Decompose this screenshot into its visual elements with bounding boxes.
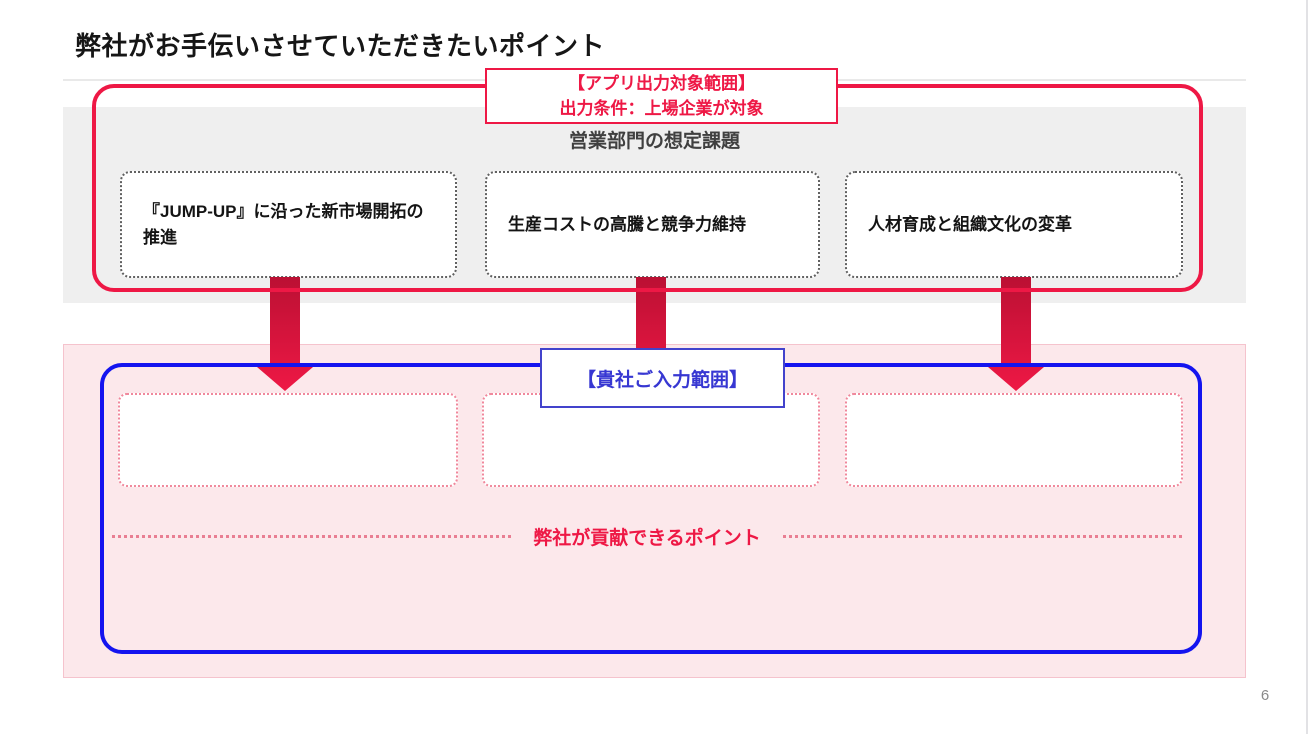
app-output-scope-label-line1: 【アプリ出力対象範囲】: [568, 74, 755, 93]
dotted-line-left: [112, 534, 512, 538]
issue-card-3-label: 人材育成と組織文化の変革: [868, 214, 1072, 234]
assumed-issues-heading: 営業部門の想定課題: [568, 131, 740, 152]
app-output-scope-label-line2: 出力条件：上場企業が対象: [559, 99, 764, 118]
issue-card-3: 人材育成と組織文化の変革: [845, 171, 1183, 278]
client-input-scope-label: 【貴社ご入力範囲】: [540, 348, 785, 408]
client-input-scope-label-text: 【貴社ご入力範囲】: [576, 369, 748, 391]
issue-card-1-label: 『JUMP-UP』に沿った新市場開拓の推進: [143, 202, 424, 247]
input-card-2: [482, 393, 820, 487]
input-card-1: [118, 393, 458, 487]
page-number: 6: [1260, 687, 1270, 704]
app-output-scope-label: 【アプリ出力対象範囲】 出力条件：上場企業が対象: [485, 68, 838, 124]
contribution-divider: 弊社が貢献できるポイント: [112, 521, 1182, 551]
issue-card-2-label: 生産コストの高騰と競争力維持: [508, 214, 746, 234]
contribution-heading: 弊社が貢献できるポイント: [533, 527, 761, 549]
input-card-3: [845, 393, 1183, 487]
down-arrow-icon: [988, 277, 1044, 391]
dotted-line-right: [782, 534, 1182, 538]
down-arrow-icon: [257, 277, 313, 391]
slide-right-edge-line: [1306, 0, 1308, 734]
issue-card-1: 『JUMP-UP』に沿った新市場開拓の推進: [120, 171, 457, 278]
page-title: 弊社がお手伝いさせていただきたいポイント: [75, 31, 606, 61]
